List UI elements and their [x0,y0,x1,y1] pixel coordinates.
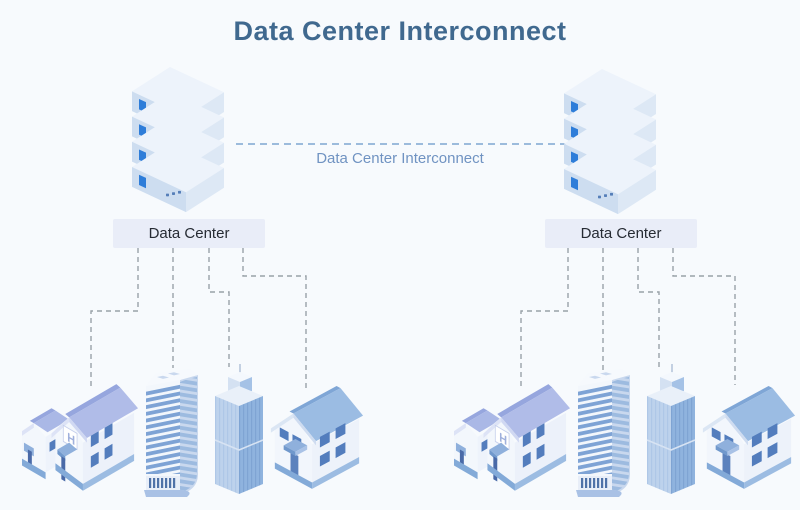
house-icon [270,386,364,489]
hospital-icon [22,383,139,492]
drop-line-house [242,248,307,390]
left-drop-lines [90,248,307,390]
drop-line-hospital [520,248,569,388]
page-title: Data Center Interconnect [233,16,567,46]
server-stack-icon [132,67,236,213]
server-stack-icon [564,69,668,215]
office-tower-icon [646,364,696,495]
interconnect-label: Data Center Interconnect [316,150,484,167]
house-icon [702,386,796,489]
drop-line-office-tower [208,248,230,367]
hospital-icon [454,383,571,492]
drop-line-hospital [90,248,139,388]
office-tower-icon [214,364,264,495]
drop-line-office-tower [637,248,660,367]
right-drop-lines [520,248,736,388]
skyscraper-icon [576,369,630,497]
datacenter-label-left: Data Center [113,219,265,248]
drop-line-house [672,248,736,385]
datacenter-label-right: Data Center [545,219,697,248]
skyscraper-icon [144,369,198,497]
